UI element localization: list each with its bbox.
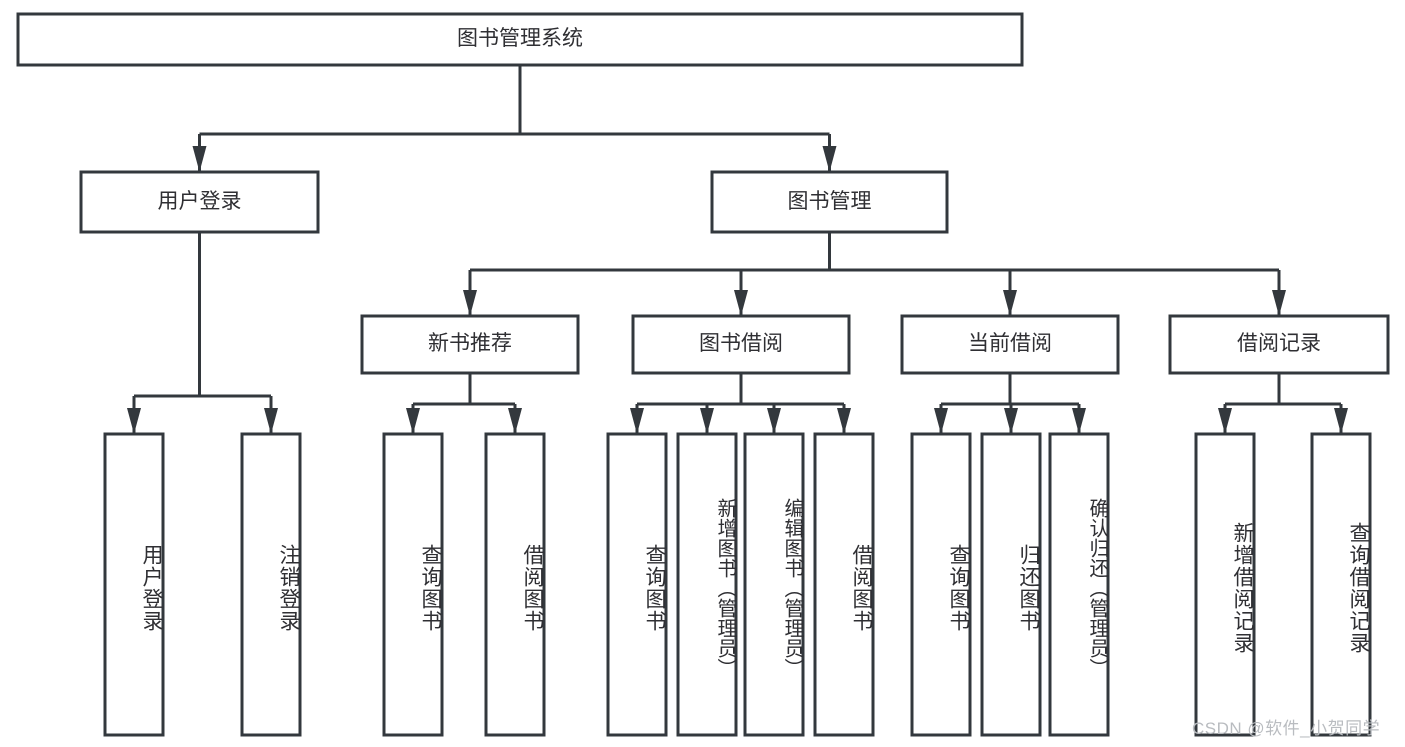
arrow-head-icon: [1003, 290, 1017, 316]
node-box-l3_1[interactable]: [631, 314, 851, 375]
node-box-l2_1[interactable]: [710, 170, 949, 234]
arrow-head-icon: [192, 146, 207, 172]
node-box-leaf_8[interactable]: [910, 432, 972, 737]
arrow-head-icon: [822, 146, 837, 172]
node-box-leaf_6[interactable]: [743, 432, 805, 737]
node-box-leaf_2[interactable]: [382, 432, 444, 737]
arrow-head-icon: [630, 408, 644, 434]
node-box-l3_3[interactable]: [1168, 314, 1390, 375]
node-box-leaf_5[interactable]: [676, 432, 738, 737]
arrow-head-icon: [1334, 408, 1348, 434]
node-box-leaf_4[interactable]: [606, 432, 668, 737]
node-box-leaf_7[interactable]: [813, 432, 875, 737]
arrow-head-icon: [837, 408, 851, 434]
arrow-head-icon: [734, 290, 748, 316]
arrow-head-icon: [1072, 408, 1086, 434]
arrow-head-icon: [934, 408, 948, 434]
node-box-l2_0[interactable]: [79, 170, 320, 234]
arrow-head-icon: [264, 408, 278, 434]
node-box-leaf_1[interactable]: [240, 432, 302, 737]
arrow-head-icon: [700, 408, 714, 434]
node-box-root[interactable]: [16, 12, 1024, 67]
node-box-leaf_3[interactable]: [484, 432, 546, 737]
node-box-leaf_12[interactable]: [1310, 432, 1372, 737]
node-box-leaf_9[interactable]: [980, 432, 1042, 737]
watermark: CSDN @软件_小贺同学: [1192, 719, 1381, 738]
arrow-head-icon: [406, 408, 420, 434]
node-box-leaf_10[interactable]: [1048, 432, 1110, 737]
node-box-layer: [16, 12, 1390, 737]
node-box-leaf_0[interactable]: [103, 432, 165, 737]
edge-layer: [127, 65, 1348, 434]
arrow-head-icon: [767, 408, 781, 434]
node-box-l3_2[interactable]: [900, 314, 1120, 375]
node-box-leaf_11[interactable]: [1194, 432, 1256, 737]
arrow-head-icon: [1218, 408, 1232, 434]
arrow-head-icon: [1272, 290, 1286, 316]
arrow-head-icon: [508, 408, 522, 434]
arrow-head-icon: [1004, 408, 1018, 434]
arrow-head-icon: [127, 408, 141, 434]
node-box-l3_0[interactable]: [360, 314, 580, 375]
arrow-head-icon: [463, 290, 477, 316]
